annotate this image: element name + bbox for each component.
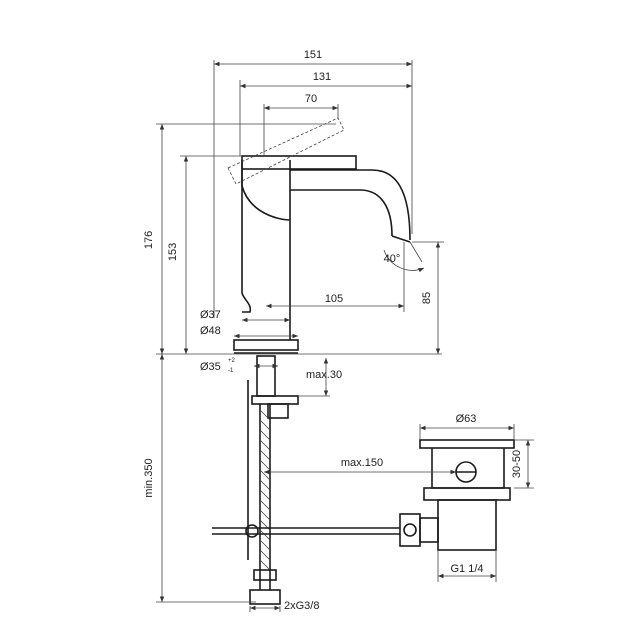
- dim-131: 131: [313, 71, 331, 83]
- dim-dia63: Ø63: [456, 413, 477, 425]
- waste-assembly: [399, 439, 515, 551]
- dim-dia37: Ø37: [200, 309, 221, 321]
- dim-min350: min.350: [143, 458, 155, 497]
- dim-dia35: Ø35: [200, 361, 221, 373]
- dim-85: 85: [421, 292, 433, 304]
- dim-max30: max.30: [306, 369, 342, 381]
- dim-40-degree: 40°: [384, 253, 401, 265]
- dim-dia35-tol-plus: +2: [228, 358, 236, 364]
- dim-151: 151: [304, 49, 322, 61]
- dim-dia35-tol-minus: -1: [228, 368, 234, 374]
- dim-176: 176: [143, 231, 155, 249]
- dim-g1-1-4: G1 1/4: [450, 563, 483, 575]
- lever-handle: [227, 117, 357, 185]
- dim-2xg3-8: 2xG3/8: [284, 600, 319, 612]
- dim-105: 105: [325, 293, 343, 305]
- dim-30-50: 30-50: [511, 450, 523, 478]
- dim-153: 153: [167, 243, 179, 261]
- popup-rod: [212, 380, 400, 560]
- mounting-rod: [249, 355, 299, 605]
- dim-max150: max.150: [341, 457, 383, 469]
- spout: [241, 169, 411, 243]
- dim-70: 70: [305, 93, 317, 105]
- dim-dia48: Ø48: [200, 325, 221, 337]
